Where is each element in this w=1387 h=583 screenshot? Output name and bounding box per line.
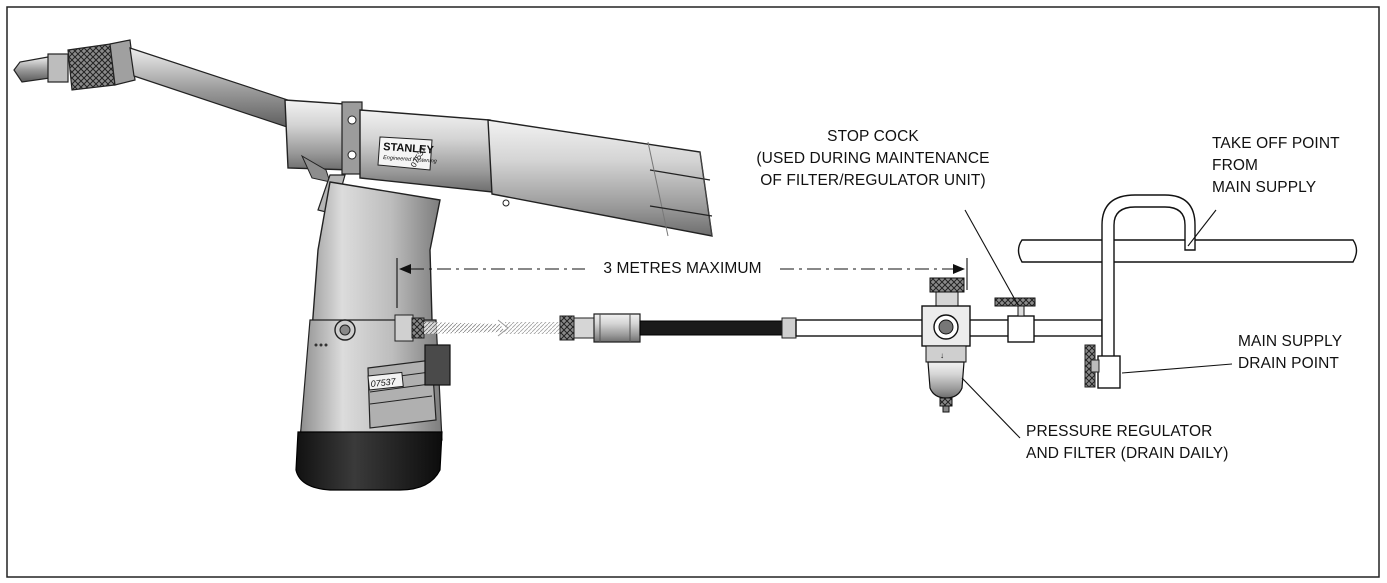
diagram-border — [6, 6, 1380, 578]
regulator-line-2: AND FILTER (DRAIN DAILY) — [1026, 445, 1229, 462]
take-off-line-3: MAIN SUPPLY — [1212, 179, 1317, 196]
air-hose — [424, 313, 797, 343]
svg-text:↓: ↓ — [940, 351, 944, 360]
main-drain-line-2: DRAIN POINT — [1238, 355, 1339, 372]
stop-cock-line-3: OF FILTER/REGULATOR UNIT) — [760, 172, 986, 189]
stop-cock-line-1: STOP COCK — [827, 128, 919, 145]
filter-regulator: ↓ — [921, 277, 971, 413]
main-drain-valve — [1084, 344, 1100, 388]
take-off-line-1: TAKE OFF POINT — [1212, 135, 1340, 152]
stop-cock-line-2: (USED DURING MAINTENANCE — [756, 150, 990, 167]
take-off-line-2: FROM — [1212, 157, 1259, 174]
brand-subtext: Engineered Fastening — [383, 155, 438, 165]
main-drain-label: MAIN SUPPLY DRAIN POINT — [1238, 331, 1378, 375]
main-drain-line-1: MAIN SUPPLY — [1238, 333, 1343, 350]
distance-label: 3 METRES MAXIMUM — [603, 260, 762, 277]
pipework — [795, 194, 1358, 389]
model-number-side: 07537 — [370, 376, 397, 389]
stop-cock — [994, 297, 1036, 343]
regulator-label: PRESSURE REGULATOR AND FILTER (DRAIN DAI… — [1026, 421, 1286, 465]
rivet-tool: STANLEY Engineered Fastening 07537 07537 — [13, 39, 713, 491]
stop-cock-label: STOP COCK (USED DURING MAINTENANCE OF FI… — [748, 126, 998, 192]
leader-lines — [961, 209, 1233, 439]
brand-logo: STANLEY — [383, 141, 435, 157]
take-off-point-label: TAKE OFF POINT FROM MAIN SUPPLY — [1212, 133, 1372, 199]
regulator-line-1: PRESSURE REGULATOR — [1026, 423, 1213, 440]
distance-dimension — [396, 258, 968, 308]
